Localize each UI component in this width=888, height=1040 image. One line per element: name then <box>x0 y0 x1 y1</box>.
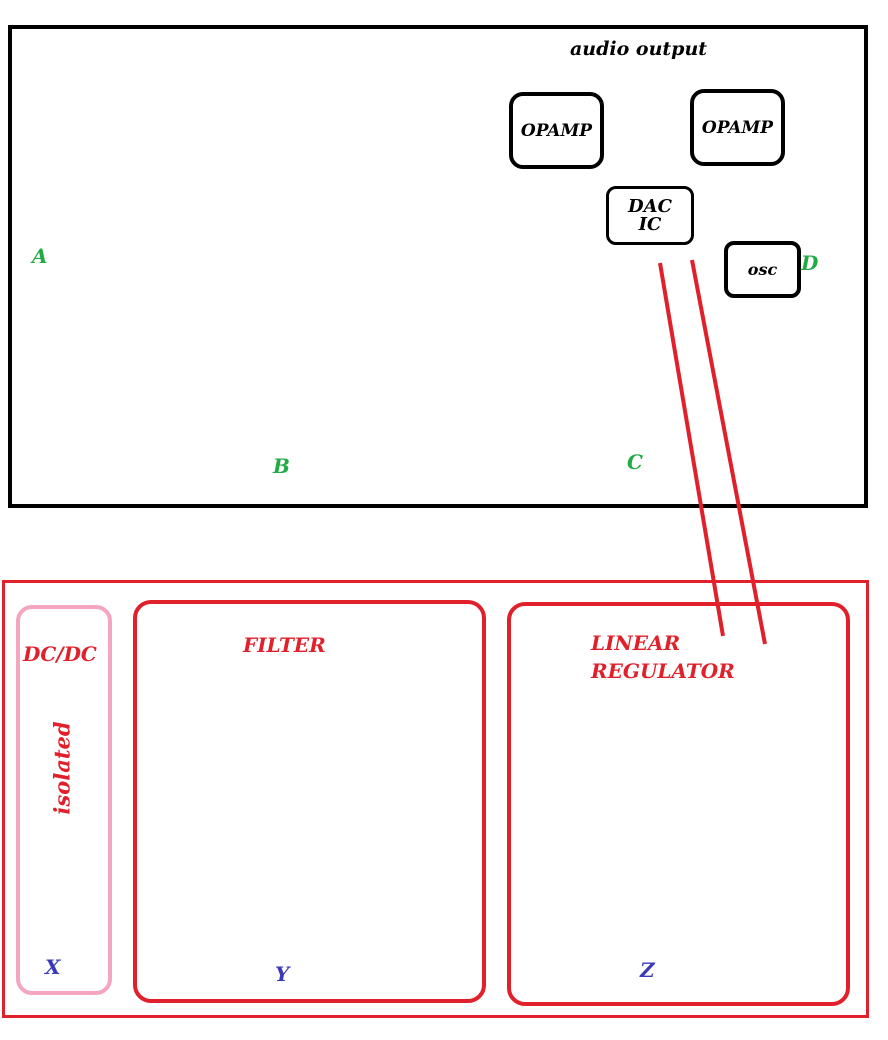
corner-label-c: C <box>627 450 643 474</box>
power-wire-2 <box>690 259 767 645</box>
power-board <box>2 580 869 1018</box>
corner-label-a: A <box>32 244 48 268</box>
opamp-right-chip: OPAMP <box>690 89 785 166</box>
filter-title: FILTER <box>243 633 326 657</box>
corner-label-d: D <box>801 251 819 275</box>
section-marker-x: X <box>45 955 61 979</box>
section-marker-z: Z <box>640 958 655 982</box>
dac-ic-label-line2: IC <box>638 213 662 235</box>
opamp-right-label: OPAMP <box>701 117 774 138</box>
linear-regulator-title-line1: LINEAR <box>591 631 681 655</box>
audio-output-title: audio output <box>570 38 708 60</box>
audio-output-board <box>8 25 868 508</box>
linear-regulator-title: LINEAR REGULATOR <box>591 629 735 685</box>
filter-section <box>133 600 486 1003</box>
dac-ic-chip: DAC IC <box>606 186 694 245</box>
power-wire-1 <box>658 262 725 637</box>
opamp-left-label: OPAMP <box>520 120 593 141</box>
corner-label-b: B <box>273 454 290 478</box>
linear-regulator-title-line2: REGULATOR <box>591 659 735 683</box>
linear-regulator-section <box>507 602 850 1006</box>
dac-ic-label-line1: DAC <box>628 195 672 217</box>
oscillator-chip: osc <box>724 241 801 298</box>
dcdc-section <box>16 605 112 995</box>
dcdc-title: DC/DC <box>23 642 97 666</box>
oscillator-label: osc <box>747 260 778 279</box>
section-marker-y: Y <box>275 962 290 986</box>
opamp-left-chip: OPAMP <box>509 92 604 169</box>
